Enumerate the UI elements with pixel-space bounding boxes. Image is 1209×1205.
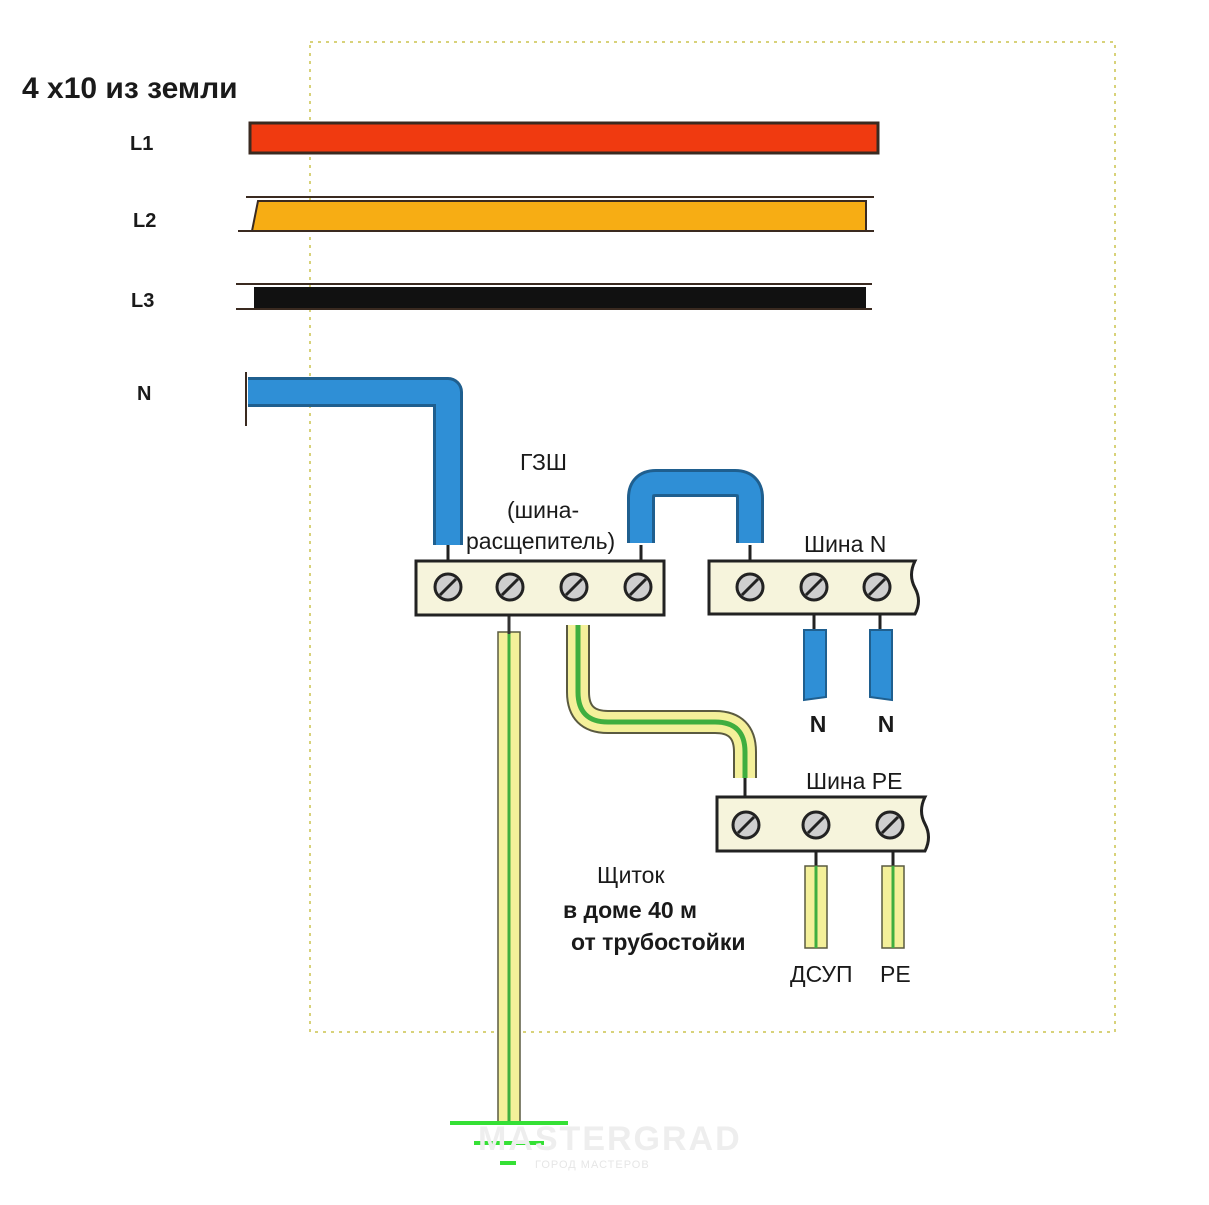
diagram-title: 4 х10 из земли bbox=[22, 72, 238, 105]
wire-l1: L1 bbox=[130, 121, 880, 155]
ground-symbol-icon bbox=[450, 1121, 568, 1165]
bus-n-label: Шина N bbox=[804, 531, 886, 557]
panel-distance-note: в доме 40 м bbox=[563, 897, 697, 923]
neutral-out-wire-1 bbox=[803, 629, 827, 702]
jumper-wire-body bbox=[630, 472, 761, 543]
screw-icon bbox=[875, 810, 905, 840]
neutral-out-wire-2 bbox=[869, 629, 893, 702]
panel-label: Щиток bbox=[597, 862, 665, 888]
pe-link-outline bbox=[566, 625, 757, 778]
screw-icon bbox=[559, 572, 589, 602]
screw-icon bbox=[433, 572, 463, 602]
wire-label-l3: L3 bbox=[131, 290, 154, 312]
wire-label-n: N bbox=[137, 383, 151, 405]
gzsh-label: ГЗШ bbox=[520, 449, 567, 475]
panel-distance-note-2: от трубостойки bbox=[571, 929, 745, 955]
bus-pe: Шина PE ДСУП PE bbox=[715, 768, 930, 987]
wire-l1-body bbox=[248, 121, 880, 155]
screw-icon bbox=[801, 810, 831, 840]
pe-link-stripe bbox=[575, 625, 748, 778]
wire-l3-body bbox=[254, 287, 866, 308]
watermark-subtitle: ГОРОД МАСТЕРОВ bbox=[535, 1159, 650, 1171]
wire-n-outline bbox=[248, 377, 463, 545]
gzsh-sublabel-2: расщепитель) bbox=[466, 528, 615, 554]
bus-pe-label: Шина PE bbox=[806, 768, 903, 794]
screw-icon bbox=[799, 572, 829, 602]
house-boundary-frame bbox=[309, 41, 1116, 1033]
ground-conductor bbox=[497, 616, 521, 1123]
watermark: MASTERGRAD bbox=[478, 1120, 742, 1158]
neutral-out-label-1: N bbox=[810, 711, 827, 737]
wire-label-l1: L1 bbox=[130, 133, 153, 155]
wire-l2-body bbox=[250, 200, 867, 232]
gzsh-bar bbox=[414, 545, 666, 617]
screw-icon bbox=[623, 572, 653, 602]
wire-l3: L3 bbox=[131, 283, 872, 312]
wire-label-l2: L2 bbox=[133, 210, 156, 232]
screw-icon bbox=[735, 572, 765, 602]
pe-out-label-2: PE bbox=[880, 961, 911, 987]
wire-n-body bbox=[248, 380, 460, 545]
gzsh-sublabel-1: (шина- bbox=[507, 497, 579, 523]
screw-icon bbox=[862, 572, 892, 602]
screw-icon bbox=[495, 572, 525, 602]
pe-out-label-1: ДСУП bbox=[790, 961, 853, 987]
screw-icon bbox=[731, 810, 761, 840]
neutral-out-label-2: N bbox=[878, 711, 895, 737]
wire-n: N bbox=[137, 372, 463, 545]
wire-l2: L2 bbox=[133, 196, 874, 232]
pe-link-body bbox=[568, 625, 755, 778]
bus-n: Шина N N N bbox=[707, 531, 920, 737]
